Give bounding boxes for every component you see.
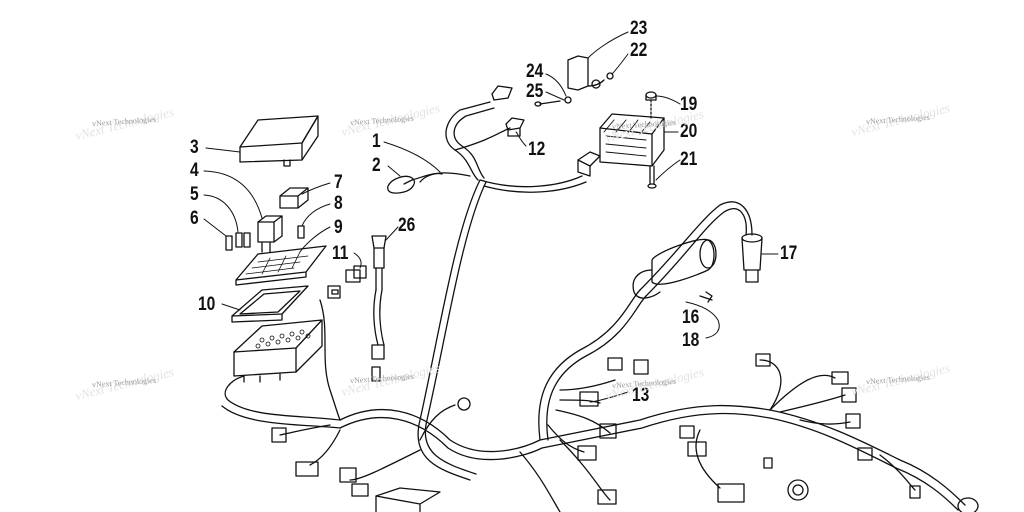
part-gasket [231,285,309,323]
callout-1: 1 [372,131,381,152]
callout-19: 19 [680,94,698,115]
callout-16: 16 [682,307,700,328]
callout-17: 17 [780,243,798,264]
callout-23: 23 [630,18,648,39]
callout-9: 9 [334,217,343,238]
callout-8: 8 [334,193,343,214]
callout-5: 5 [190,184,199,205]
part-bolt-21 [647,165,657,189]
callout-22: 22 [630,40,648,61]
callout-4: 4 [190,160,199,181]
part-relays [257,187,309,253]
part-spark-cap [741,233,763,283]
callout-21: 21 [680,149,698,170]
callout-11: 11 [332,243,349,264]
part-fuses [225,225,305,251]
part-cover-box [239,115,319,167]
part-connector-2 [387,172,443,194]
part-fuse-box [233,319,323,383]
part-bracket [534,55,614,107]
callout-3: 3 [190,137,199,158]
callout-6: 6 [190,208,199,229]
harness-connectors [271,353,979,512]
part-bolt-19 [645,91,657,119]
part-circuit-board [235,245,327,286]
callout-18: 18 [682,330,700,351]
callout-13: 13 [632,385,650,406]
callout-2: 2 [372,155,381,176]
callout-7: 7 [334,172,343,193]
callout-20: 20 [680,121,698,142]
main-harness [221,101,966,512]
part-ignition-coil [632,238,717,303]
leader-lines [203,31,779,403]
part-regulator [577,113,665,177]
part-connector-12 [491,85,525,137]
callout-10: 10 [198,294,216,315]
part-sensor-26 [371,235,387,382]
callout-12: 12 [528,139,546,160]
callout-24: 24 [526,61,544,82]
part-connector-11 [327,265,367,299]
callout-25: 25 [526,81,544,102]
callout-26: 26 [398,215,416,236]
